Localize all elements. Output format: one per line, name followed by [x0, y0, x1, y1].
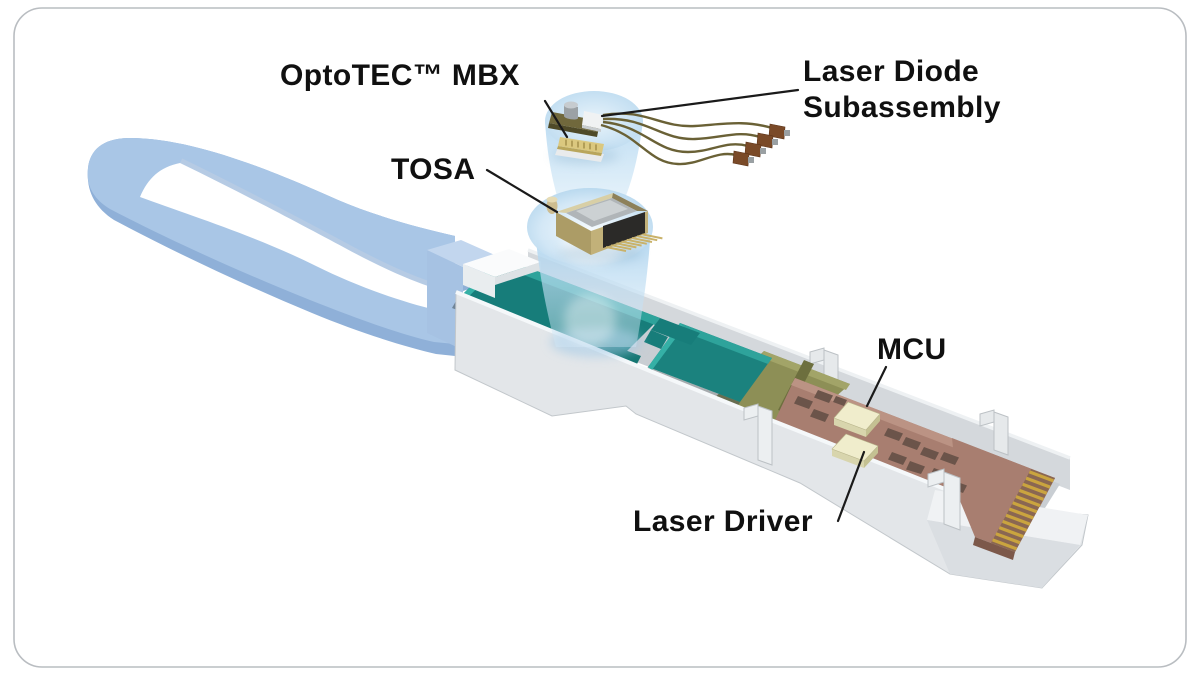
- leader-line-mcu: [865, 365, 888, 408]
- leader-lines: [485, 88, 888, 523]
- leader-line-laser-driver: [836, 450, 866, 523]
- leader-line-laser-diode: [600, 88, 800, 118]
- latch-post-near-1: [743, 403, 773, 466]
- optotec-mbx-component: [551, 137, 619, 164]
- gold-fingers: [992, 470, 1054, 551]
- leader-line-tosa: [485, 168, 559, 214]
- pcb-small-chips: [794, 390, 967, 493]
- wire-connectors: [732, 123, 790, 167]
- tec-elements: [565, 139, 597, 151]
- tosa-component: [546, 193, 663, 263]
- leader-line-optotec-mbx: [543, 99, 569, 139]
- laser-driver-chip: [831, 433, 879, 468]
- label-optotec-mbx: OptoTEC™ MBX: [280, 59, 520, 92]
- label-laser-driver: Laser Driver: [633, 505, 813, 538]
- label-tosa: TOSA: [391, 153, 476, 186]
- white-end-block: [463, 249, 541, 298]
- laser-block: [582, 111, 603, 129]
- pcb-edge-connector: [952, 438, 1055, 560]
- bail-hole: [140, 163, 436, 310]
- flex-wires: [600, 112, 773, 166]
- isolator-cylinder: [564, 105, 578, 120]
- mcu-chip: [833, 401, 881, 437]
- tosa-pins: [605, 233, 663, 252]
- latch-post-far-2: [979, 409, 1009, 456]
- label-laser-diode-subassembly: Laser Diode Subassembly: [803, 54, 1001, 126]
- latch-post-near-2: [927, 468, 961, 531]
- label-mcu: MCU: [877, 333, 947, 366]
- label-laser-diode-line2: Subassembly: [803, 91, 1001, 124]
- tosa-feedthrough: [603, 212, 645, 248]
- label-laser-diode-line1: Laser Diode: [803, 55, 980, 88]
